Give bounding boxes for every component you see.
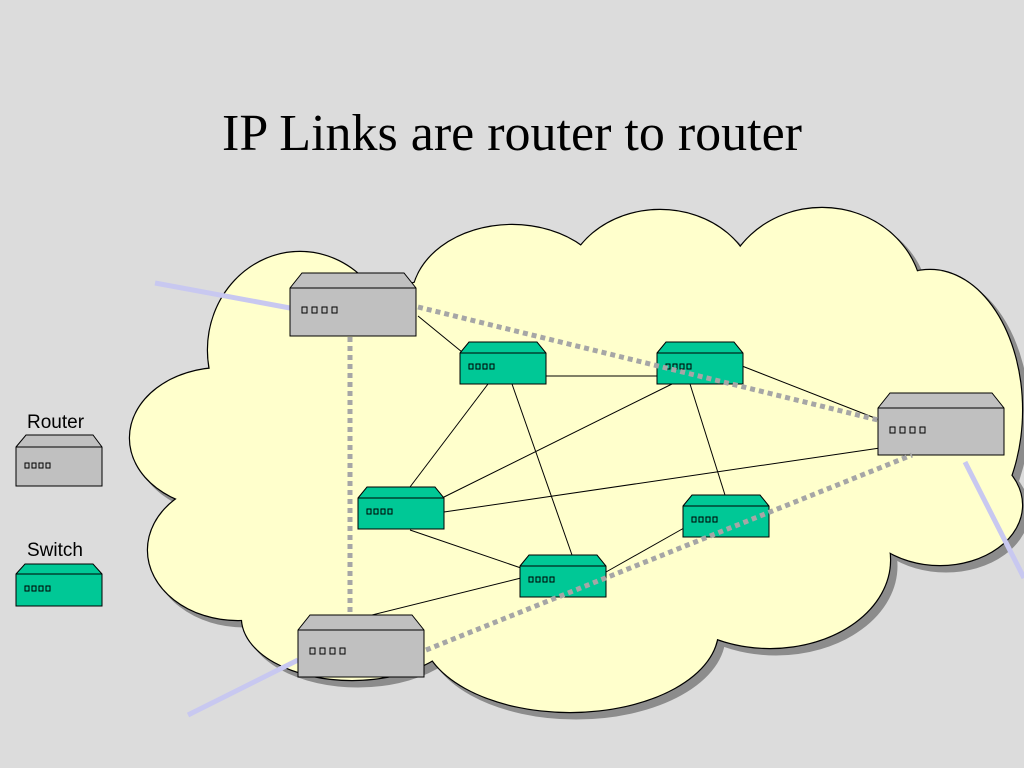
switch-bottom-center <box>519 554 607 598</box>
switch-bottom-right <box>682 494 770 538</box>
router-top-left <box>289 272 417 337</box>
physical-link <box>417 315 463 353</box>
physical-link <box>605 527 685 573</box>
legend-router-icon <box>15 434 103 487</box>
switch-top-center <box>459 341 547 385</box>
legend-switch-label: Switch <box>27 540 83 561</box>
legend: Router Switch <box>15 412 103 607</box>
physical-link <box>689 383 726 496</box>
network-cloud <box>128 206 1024 720</box>
physical-link <box>511 383 573 556</box>
slide-title: IP Links are router to router <box>222 105 802 162</box>
router-right <box>877 392 1005 456</box>
physical-link <box>443 447 881 513</box>
physical-link <box>409 529 522 569</box>
physical-link <box>741 365 881 421</box>
external-link <box>962 460 1024 580</box>
external-link <box>154 280 291 311</box>
ip-link <box>425 452 913 653</box>
router-bottom-left <box>297 614 425 678</box>
external-link <box>186 657 300 718</box>
physical-links <box>367 315 881 617</box>
physical-link <box>409 383 489 488</box>
ip-links <box>347 304 913 653</box>
external-links <box>154 280 1024 718</box>
physical-link <box>441 383 673 499</box>
physical-link <box>367 577 522 617</box>
legend-switch-icon <box>15 563 103 607</box>
switch-top-right <box>656 341 744 385</box>
switch-middle-left <box>357 486 445 530</box>
ip-link <box>417 304 879 423</box>
legend-router-label: Router <box>27 412 85 433</box>
